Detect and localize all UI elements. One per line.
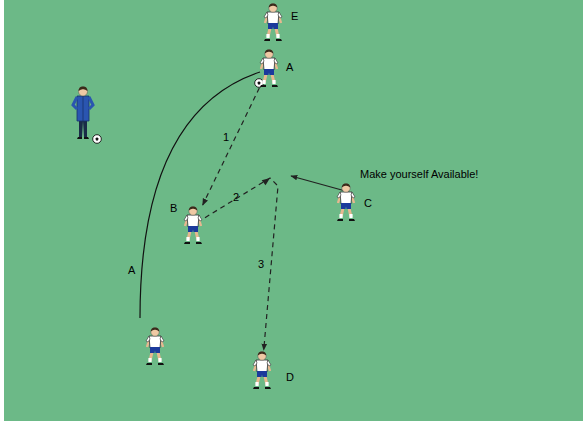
player-node: E: [261, 2, 285, 42]
player-letter: C: [364, 197, 372, 209]
ball: [93, 135, 102, 144]
pass-arrow: [205, 178, 278, 350]
pass-arrowhead: [262, 175, 272, 185]
player-figure: [334, 182, 358, 222]
player-letter: D: [286, 371, 294, 383]
coach-figure: [73, 87, 93, 139]
player-node: A: [257, 48, 281, 88]
player-node: D: [250, 350, 274, 390]
player-figure: [261, 2, 285, 42]
callout-label: A: [128, 264, 135, 276]
player-figure: [184, 207, 202, 244]
player-figure: [260, 50, 278, 87]
player-figure: [250, 350, 274, 390]
player-node: C: [334, 182, 358, 222]
player-letter: B: [170, 202, 177, 214]
grass: [4, 0, 583, 421]
player-letter: A: [286, 61, 293, 73]
callout-label: 2: [233, 191, 239, 203]
player-figure: [181, 205, 205, 245]
pass-arrow: [203, 88, 260, 205]
player-figure: [146, 328, 164, 365]
coaching-note: Make yourself Available!: [360, 168, 478, 180]
player-node: B: [181, 205, 205, 245]
callout-label: 3: [258, 258, 264, 270]
player-figure: [337, 184, 355, 221]
run-line: [140, 72, 260, 318]
player-figure: [264, 4, 282, 41]
player-figure: [257, 48, 281, 88]
player-letter: E: [291, 10, 298, 22]
player-figure: [253, 352, 271, 389]
pass-number: 1: [223, 131, 229, 143]
run-arrow: [291, 176, 349, 192]
